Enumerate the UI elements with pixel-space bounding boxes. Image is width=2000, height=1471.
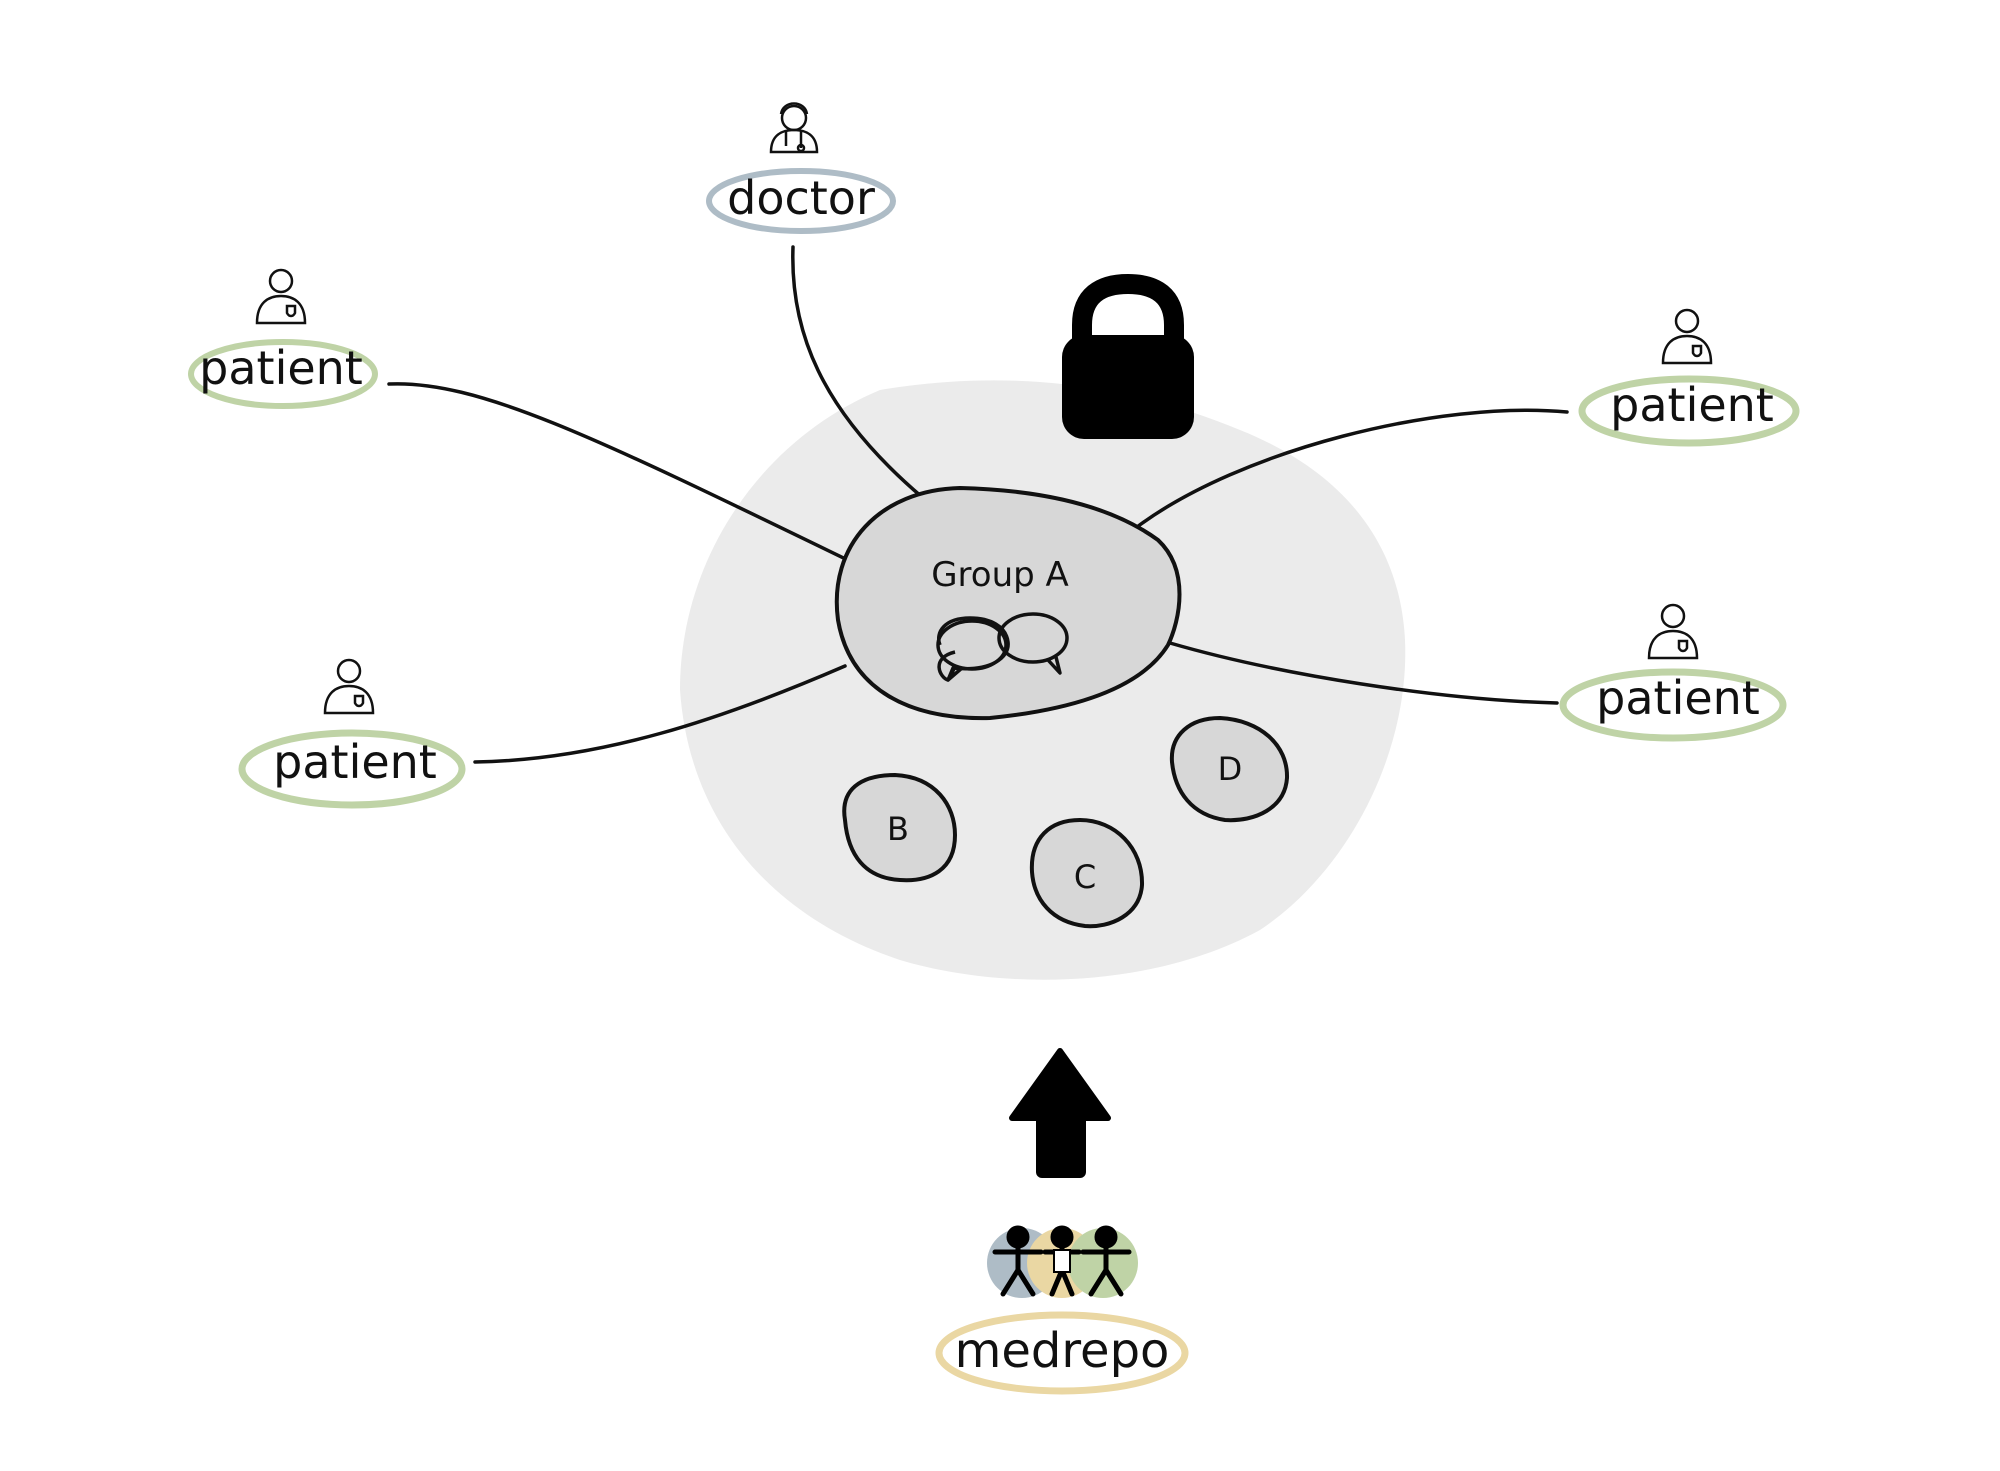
medrepo-label: medrepo [955, 1323, 1170, 1379]
medrepo-node[interactable]: medrepo [935, 1225, 1189, 1395]
group-a[interactable]: Group A [834, 485, 1182, 721]
group-d[interactable]: D [1169, 715, 1290, 823]
group-b-label: B [887, 810, 909, 848]
connector-doctor [791, 245, 924, 499]
patient-label: patient [273, 735, 437, 789]
patient-ring [1559, 668, 1787, 742]
group-d-label: D [1218, 750, 1243, 788]
group-c[interactable]: C [1029, 817, 1145, 929]
chat-bubbles-icon [936, 612, 1069, 682]
people-group-icon [987, 1225, 1138, 1298]
patient-icon [1647, 603, 1699, 660]
connector-patient-bottom-right [1168, 641, 1559, 705]
connections [387, 245, 1569, 764]
patient-node-bottom-left[interactable]: patient [238, 658, 466, 809]
group-a-shape [834, 485, 1182, 721]
doctor-ring [706, 168, 896, 234]
patient-node-top-right[interactable]: patient [1578, 308, 1800, 447]
group-d-shape [1169, 715, 1290, 823]
group-a-label: Group A [931, 555, 1069, 595]
patient-label: patient [199, 341, 363, 395]
lock-icon [1062, 273, 1194, 439]
group-b-shape [842, 772, 958, 883]
arrow-up-icon [1009, 1048, 1111, 1178]
connector-patient-bottom-left [473, 664, 847, 764]
connector-patient-top-left [387, 382, 860, 567]
connector-patient-top-right [1135, 408, 1569, 529]
doctor-label: doctor [727, 171, 875, 225]
group-c-shape [1029, 817, 1145, 929]
patient-ring [238, 729, 466, 809]
doctor-icon [769, 102, 819, 154]
group-b[interactable]: B [842, 772, 958, 883]
patient-ring [1578, 375, 1800, 447]
medrepo-ring [935, 1311, 1189, 1395]
doctor-node[interactable]: doctor [706, 102, 896, 234]
patient-node-bottom-right[interactable]: patient [1559, 603, 1787, 742]
patient-ring [188, 339, 378, 409]
patient-icon [1661, 308, 1713, 365]
patient-node-top-left[interactable]: patient [188, 268, 378, 409]
patient-label: patient [1596, 671, 1760, 725]
group-c-label: C [1074, 858, 1096, 896]
patient-label: patient [1610, 378, 1774, 432]
patient-icon [255, 268, 307, 325]
patient-icon [323, 658, 375, 715]
